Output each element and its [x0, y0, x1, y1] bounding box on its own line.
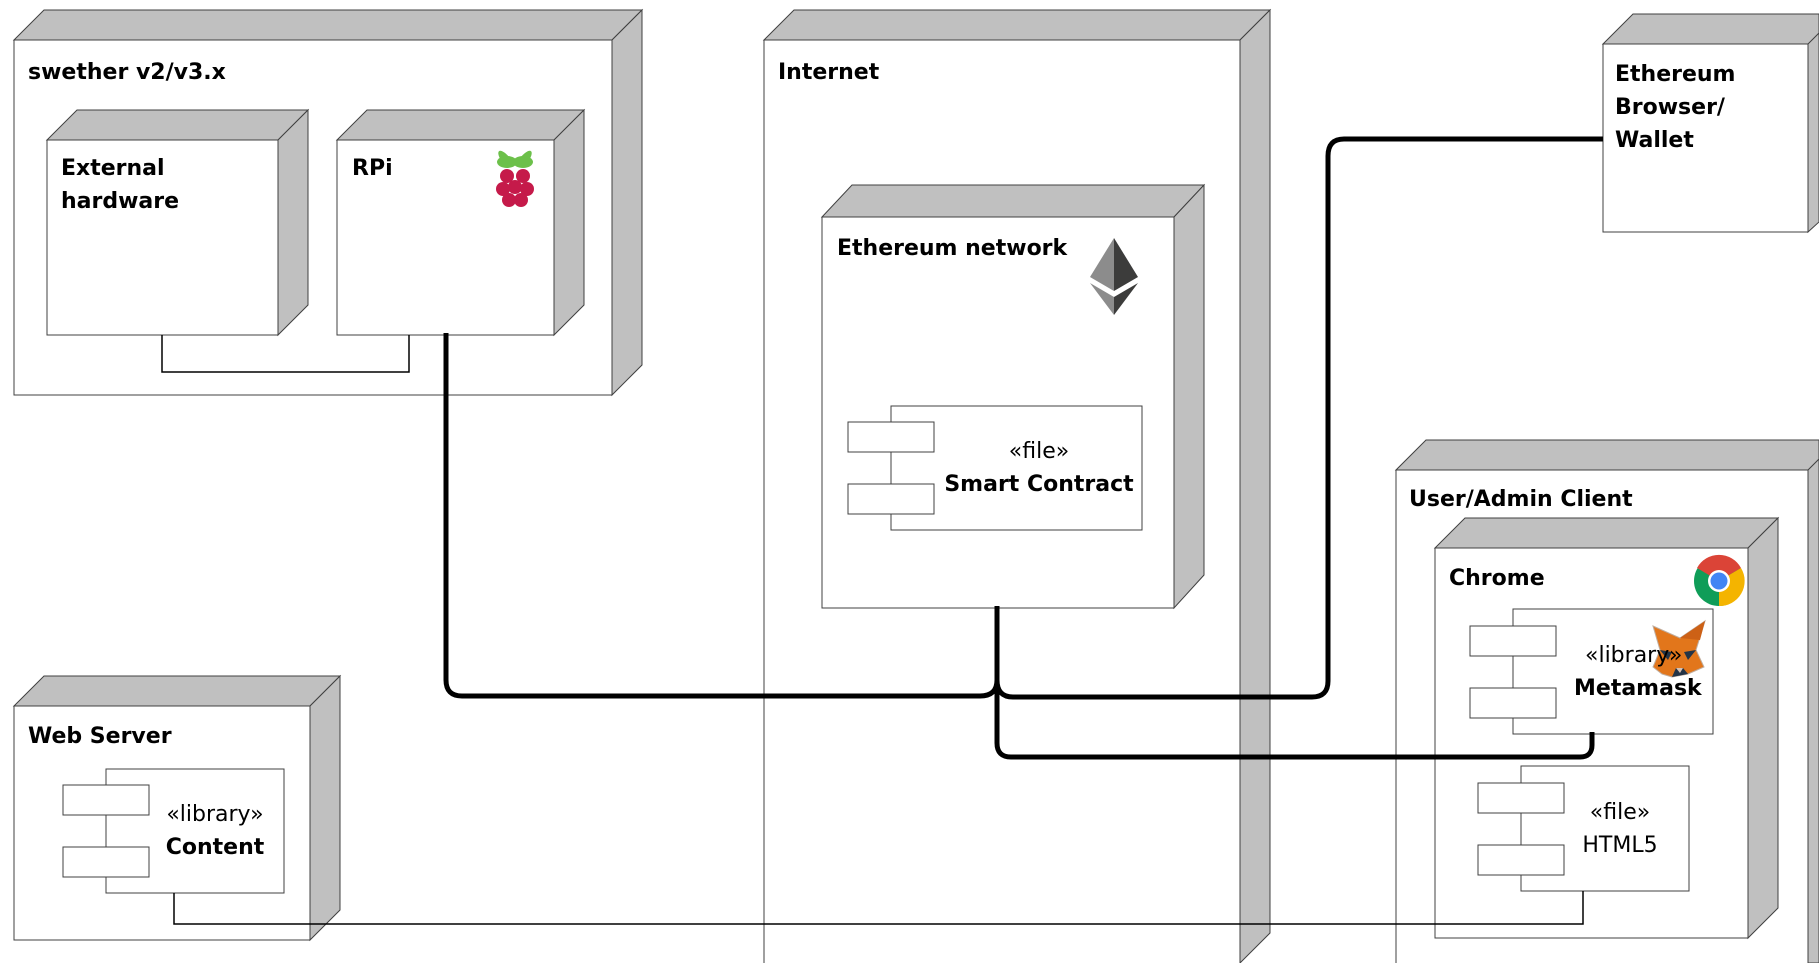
- component-smart-contract: [847, 405, 1143, 531]
- rpi-label: RPi: [352, 156, 393, 181]
- metamask-fox-icon: [1652, 619, 1706, 678]
- external-hardware-label-line1: External: [61, 156, 165, 181]
- external-hardware-label-line2: hardware: [61, 189, 180, 214]
- node-ethereum-browser: [1601, 13, 1819, 234]
- user-admin-client-label: User/Admin Client: [1409, 487, 1633, 512]
- chrome-icon: [1694, 554, 1745, 607]
- connector-ethereum-metamask: [994, 680, 1595, 760]
- ethereum-browser-label-line1: Ethereum: [1615, 62, 1736, 87]
- component-html5: [1477, 765, 1690, 892]
- chrome-label: Chrome: [1449, 566, 1545, 591]
- connector-content-html5: [173, 891, 1584, 925]
- node-rpi: [335, 108, 586, 337]
- smart-contract-stereotype: «file»: [1008, 439, 1070, 464]
- connector-ethereum-browser: [994, 136, 1603, 700]
- metamask-stereotype: «library»: [1585, 643, 1683, 668]
- raspberry-pi-icon: [496, 150, 534, 207]
- web-server-label: Web Server: [28, 724, 172, 749]
- ethereum-icon: [1090, 238, 1138, 315]
- ethereum-browser-label-line3: Wallet: [1615, 128, 1694, 153]
- html5-stereotype: «file»: [1589, 800, 1651, 825]
- internet-label: Internet: [778, 60, 880, 85]
- html5-name: HTML5: [1582, 833, 1658, 858]
- component-content: [62, 768, 285, 894]
- metamask-name: Metamask: [1574, 676, 1702, 701]
- content-name: Content: [165, 835, 265, 860]
- node-external-hardware: [45, 108, 310, 337]
- ethereum-network-label: Ethereum network: [837, 236, 1068, 261]
- smart-contract-name: Smart Contract: [944, 472, 1134, 497]
- ethereum-browser-label-line2: Browser/: [1615, 95, 1725, 120]
- content-stereotype: «library»: [166, 802, 264, 827]
- connector-external-rpi: [161, 335, 410, 373]
- swether-label: swether v2/v3.x: [28, 60, 226, 85]
